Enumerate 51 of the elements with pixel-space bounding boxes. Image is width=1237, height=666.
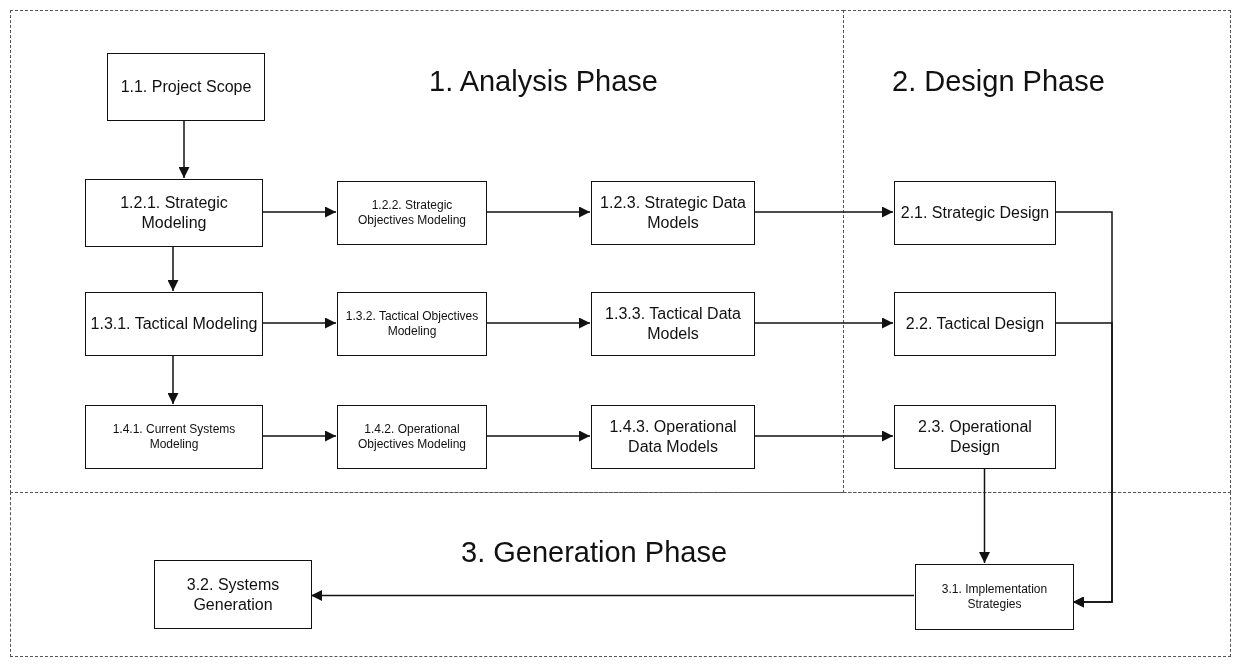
arrow xyxy=(178,119,190,179)
arrow xyxy=(485,317,591,329)
process-box xyxy=(894,292,1056,356)
box-label: 2.3. Operational Design xyxy=(917,417,1033,457)
process-box xyxy=(337,405,487,469)
box-label: 1.3.2. Tactical Objectives Modeling xyxy=(344,309,480,339)
arrow xyxy=(1054,322,1113,608)
arrow xyxy=(753,206,894,218)
box-label: 1.2.3. Strategic Data Models xyxy=(599,193,747,233)
box-label: 3.1. Implementation Strategies xyxy=(940,582,1049,612)
arrow xyxy=(753,317,894,329)
box-label: 1.2.1. Strategic Modeling xyxy=(119,193,229,233)
arrow xyxy=(485,430,591,442)
phase-title: 3. Generation Phase xyxy=(461,536,727,569)
box-label: 1.4.1. Current Systems Modeling xyxy=(111,422,237,452)
arrow xyxy=(167,354,179,405)
phase-region xyxy=(10,492,1231,657)
process-box xyxy=(154,560,312,629)
box-label: 1.2.2. Strategic Objectives Modeling xyxy=(356,198,468,228)
arrow xyxy=(261,430,337,442)
process-box xyxy=(591,181,755,245)
process-box xyxy=(591,405,755,469)
process-box xyxy=(107,53,265,121)
process-box xyxy=(85,179,263,247)
box-label: 1.4.3. Operational Data Models xyxy=(608,417,738,457)
process-box xyxy=(85,405,263,469)
box-label: 2.2. Tactical Design xyxy=(904,314,1046,334)
process-box xyxy=(915,564,1074,630)
phase-title: 2. Design Phase xyxy=(892,65,1105,98)
arrow xyxy=(979,467,990,564)
arrow xyxy=(753,430,894,442)
process-box xyxy=(894,405,1056,469)
process-box xyxy=(591,292,755,356)
box-label: 1.4.2. Operational Objectives Modeling xyxy=(356,422,468,452)
arrow xyxy=(310,590,915,601)
phase-title: 1. Analysis Phase xyxy=(429,65,658,98)
box-label: 2.1. Strategic Design xyxy=(899,203,1051,223)
box-label: 1.3.3. Tactical Data Models xyxy=(604,304,742,344)
phase-region xyxy=(10,10,844,493)
arrow xyxy=(261,317,337,329)
box-label: 1.1. Project Scope xyxy=(119,77,253,97)
process-box xyxy=(85,292,263,356)
arrow xyxy=(485,206,591,218)
arrow xyxy=(167,245,179,292)
process-box xyxy=(337,292,487,356)
box-label: 3.2. Systems Generation xyxy=(185,574,281,615)
box-label: 1.3.1. Tactical Modeling xyxy=(89,314,259,334)
process-box xyxy=(894,181,1056,245)
phase-region xyxy=(843,10,1231,493)
arrow xyxy=(261,206,337,218)
process-box xyxy=(337,181,487,245)
